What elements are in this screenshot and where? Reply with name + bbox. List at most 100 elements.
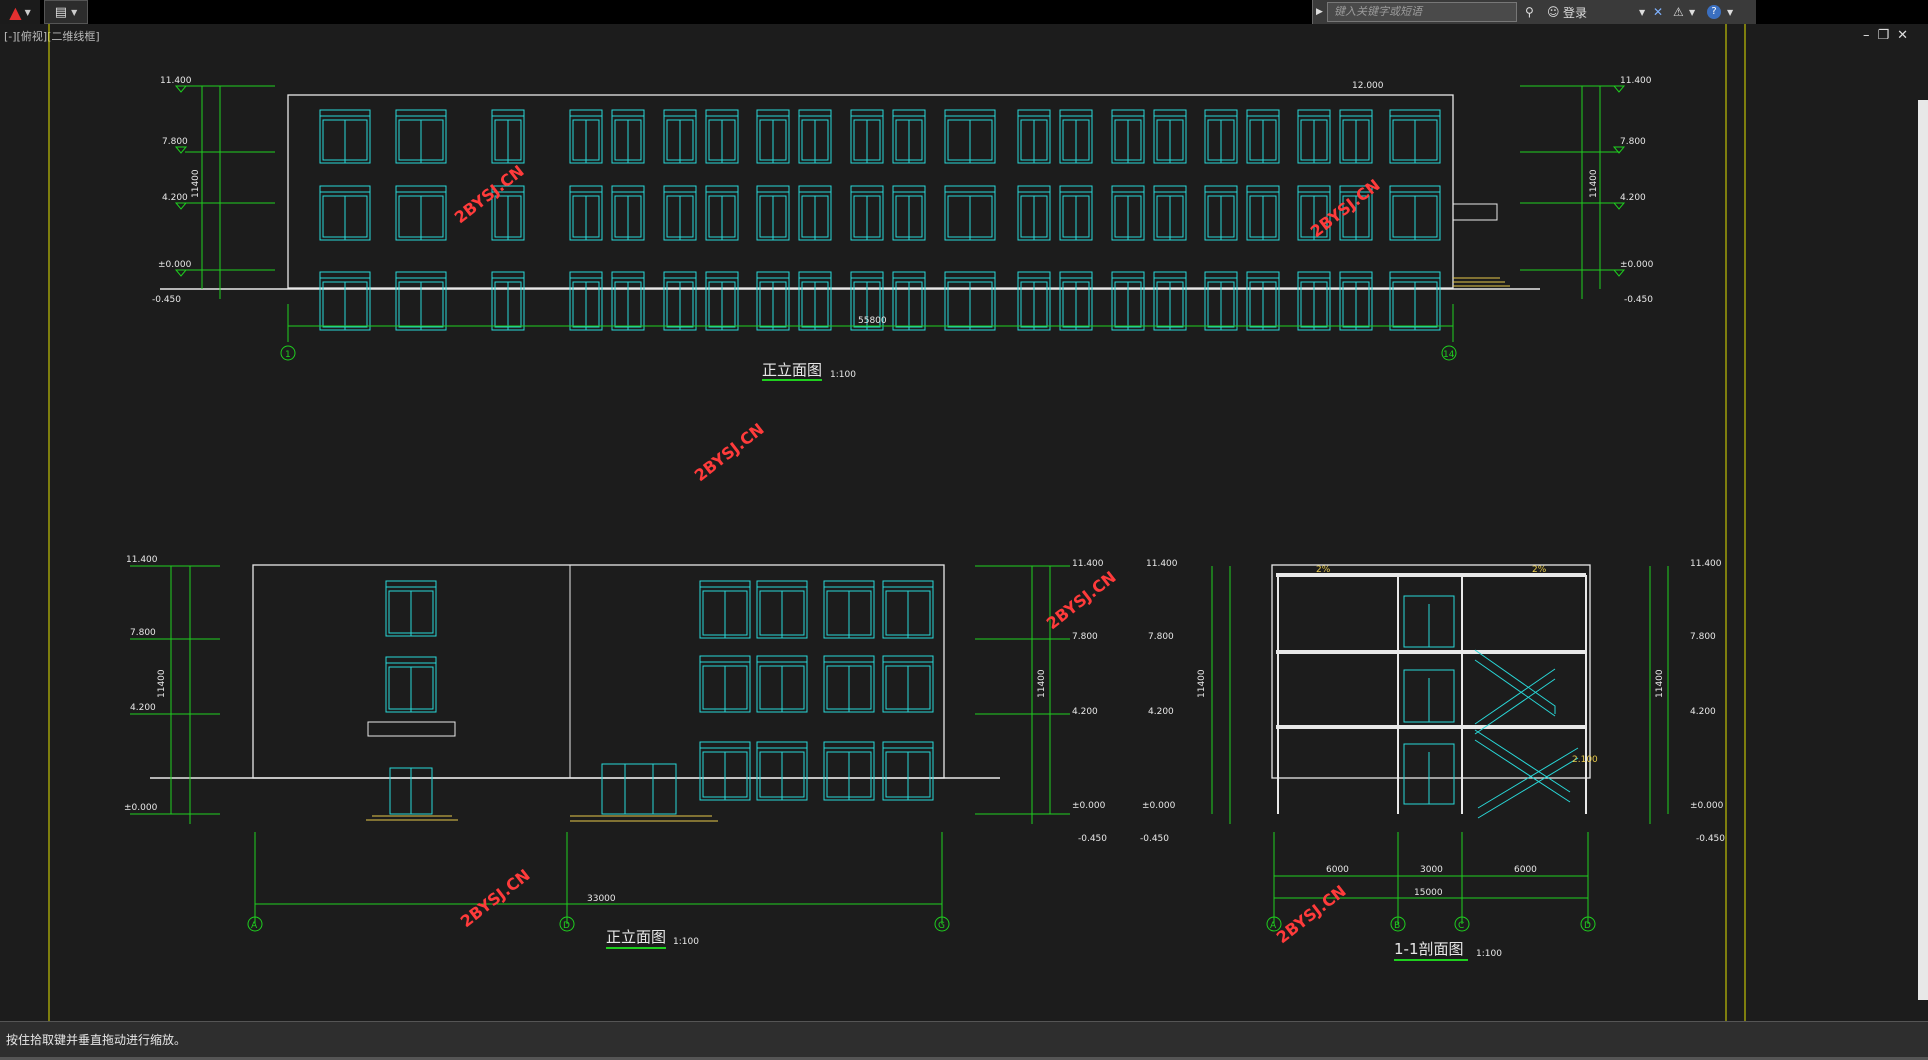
level-label: 4.200	[1148, 707, 1174, 717]
level-label: ±0.000	[1072, 801, 1106, 811]
window	[1389, 109, 1441, 164]
entrance-steps	[1453, 277, 1510, 287]
window	[850, 271, 884, 331]
floor-slabs	[1276, 573, 1586, 729]
window	[1297, 185, 1331, 241]
stay-connected-icon[interactable]: ⚠	[1673, 5, 1684, 19]
total-dimension: 33000	[587, 894, 616, 904]
status-divider	[0, 1057, 1928, 1060]
height-total: 11400	[1655, 669, 1665, 698]
level-label: 4.200	[162, 193, 188, 203]
window	[823, 741, 875, 801]
window	[1204, 109, 1238, 164]
watermark: 2BYSJ.CN	[457, 865, 534, 931]
dimension-lines	[130, 565, 1070, 932]
level-label: 11.400	[1146, 559, 1178, 569]
window	[1389, 271, 1441, 331]
window	[319, 109, 371, 164]
window	[798, 109, 832, 164]
window-grid	[385, 580, 934, 801]
level-label: ±0.000	[1620, 260, 1654, 270]
axis-label: 14	[1443, 350, 1455, 360]
scroll-strip[interactable]	[1918, 100, 1928, 1000]
restore-icon[interactable]: ❐	[1877, 28, 1890, 43]
window	[663, 109, 697, 164]
watermark: 2BYSJ.CN	[691, 419, 768, 485]
axis-label: D	[1584, 921, 1591, 931]
dimension-lines	[1211, 566, 1669, 932]
help-icon[interactable]: ?	[1707, 0, 1721, 24]
chevron-down-icon[interactable]: ▼	[1639, 7, 1646, 17]
dim-label: 6000	[1514, 865, 1537, 875]
window	[944, 271, 996, 331]
window	[1297, 109, 1331, 164]
axis-label: 1	[285, 350, 291, 360]
chevron-down-icon: ▼	[71, 7, 78, 17]
window	[944, 185, 996, 241]
drawing-canvas[interactable]: [-][俯视][二维线框] – ❐ ✕	[0, 24, 1928, 1021]
drawing-title: 1-1剖面图	[1394, 940, 1464, 958]
command-line[interactable]: 按住拾取键并垂直拖动进行缩放。	[0, 1021, 1928, 1057]
binoculars-icon[interactable]: ⚲	[1525, 5, 1534, 19]
window	[491, 109, 525, 164]
section-1-1: 2% 2% 2.100 6000 3000 6000 15000 11.400 …	[1140, 559, 1725, 961]
total-dimension: 15000	[1414, 888, 1443, 898]
window	[798, 271, 832, 331]
window	[892, 271, 926, 331]
side-elevation: 11.400 7.800 4.200 ±0.000 11.400 7.800 4…	[124, 555, 1107, 949]
infocenter-bar: ▶ 键入关键字或短语 ⚲ ☺ 登录 ▼ ✕ ⚠ ▼ ? ▼	[1312, 0, 1756, 24]
roof-level-label: 12.000	[1352, 81, 1384, 91]
window	[1059, 271, 1093, 331]
exchange-icon[interactable]: ✕	[1653, 5, 1664, 19]
window	[1339, 109, 1373, 164]
level-label: 11.400	[160, 76, 192, 86]
window	[1246, 271, 1280, 331]
window	[1153, 271, 1187, 331]
level-label: ±0.000	[1690, 801, 1724, 811]
layout-border	[48, 24, 1746, 1021]
search-input[interactable]: 键入关键字或短语	[1327, 2, 1517, 22]
viewport-label[interactable]: [-][俯视][二维线框]	[4, 30, 100, 43]
window	[1204, 185, 1238, 241]
watermarks: 2BYSJ.CN 2BYSJ.CN 2BYSJ.CN 2BYSJ.CN 2BYS…	[451, 161, 1384, 947]
window	[319, 185, 371, 241]
window	[705, 185, 739, 241]
application-menu-button[interactable]: ▲ ▼	[0, 0, 40, 24]
window	[892, 109, 926, 164]
window	[699, 655, 751, 713]
watermark: 2BYSJ.CN	[451, 161, 528, 227]
axis-label: C	[1458, 921, 1464, 931]
window	[395, 109, 447, 164]
window	[705, 271, 739, 331]
top-elevation: 11.400 7.800 4.200 ±0.000 -0.450 11.400 …	[152, 76, 1654, 381]
level-label: -0.450	[1140, 834, 1169, 844]
axis-label: A	[251, 921, 258, 931]
window	[611, 185, 645, 241]
window	[756, 271, 790, 331]
window	[850, 109, 884, 164]
stair-level: 2.100	[1572, 755, 1598, 765]
drawing-scale: 1:100	[1476, 949, 1502, 959]
window	[611, 109, 645, 164]
help-button[interactable]: ?	[1707, 5, 1721, 19]
window	[756, 185, 790, 241]
expand-arrow-icon[interactable]: ▶	[1316, 7, 1323, 17]
window	[611, 271, 645, 331]
quick-access-toolbar-button[interactable]: ▤ ▼	[44, 0, 88, 24]
drawing-title: 正立面图	[762, 361, 822, 379]
chevron-down-icon[interactable]: ▼	[1689, 7, 1696, 17]
login-button[interactable]: 登录	[1563, 5, 1588, 20]
window	[705, 109, 739, 164]
close-icon[interactable]: ✕	[1897, 28, 1908, 43]
minimize-icon[interactable]: –	[1862, 28, 1870, 43]
window	[1246, 109, 1280, 164]
drawing-scale: 1:100	[673, 937, 699, 947]
chevron-down-icon[interactable]: ▼	[1727, 7, 1734, 17]
window	[882, 580, 934, 639]
window	[1111, 271, 1145, 331]
window	[663, 185, 697, 241]
user-icon[interactable]: ☺	[1547, 5, 1560, 19]
level-markers	[174, 85, 1626, 277]
window	[823, 655, 875, 713]
slope-label: 2%	[1316, 565, 1331, 575]
